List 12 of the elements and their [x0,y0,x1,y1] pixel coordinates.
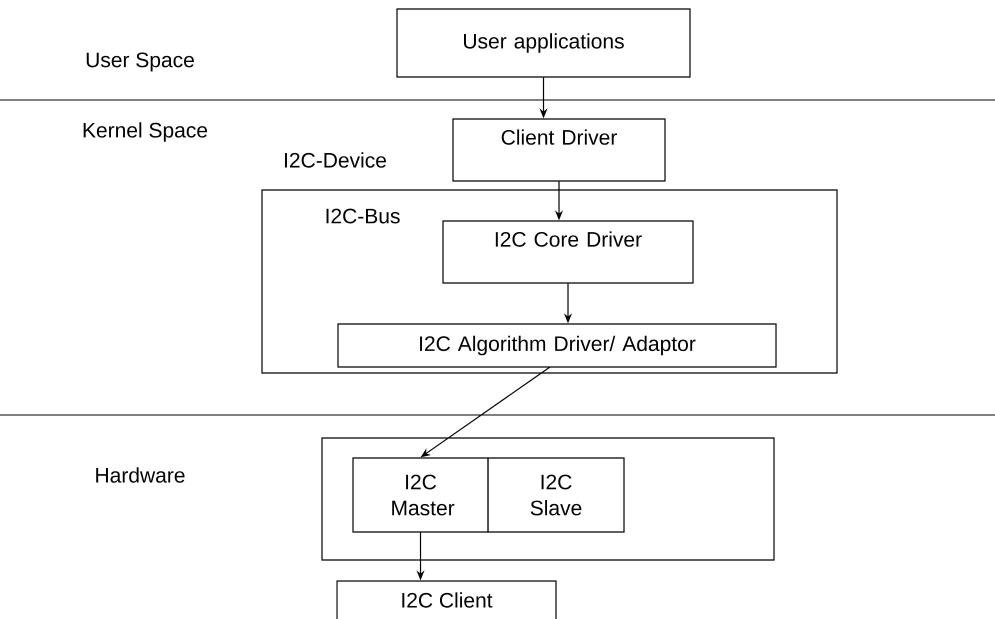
process-box: User applications [396,8,691,78]
process-box: I2C Slave [487,457,625,533]
section-label: Kernel Space [84,122,208,142]
hardware-box [321,437,775,561]
process-box: I2C Client [336,580,557,619]
process-box: I2C Master [352,457,489,533]
section-label: I2C-Device [285,152,386,168]
section-label: User Space [86,52,194,72]
process-box: I2C Core Driver [442,220,694,284]
process-box: Client Driver [452,118,666,182]
section-label: Hardware [96,467,185,483]
process-box: I2C Algorithm Driver/ Adaptor [337,323,777,368]
